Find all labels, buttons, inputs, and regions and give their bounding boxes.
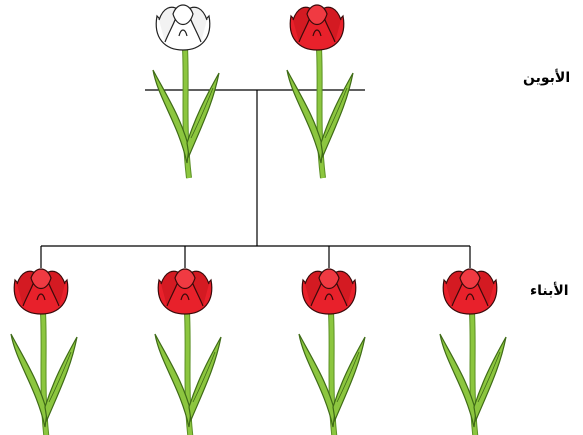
red-tulip-head bbox=[13, 268, 69, 315]
red-tulip-head bbox=[442, 268, 498, 315]
child-tulip-2 bbox=[155, 268, 221, 435]
parent-red-tulip bbox=[287, 4, 353, 178]
white-tulip-head bbox=[155, 4, 211, 51]
red-tulip-head bbox=[157, 268, 213, 315]
red-tulip-head bbox=[301, 268, 357, 315]
parent-white-tulip bbox=[153, 4, 219, 178]
child-tulip-4 bbox=[440, 268, 506, 435]
parents-label: الأبوين bbox=[523, 70, 571, 86]
child-tulip-1 bbox=[11, 268, 77, 435]
child-tulip-3 bbox=[299, 268, 365, 435]
connector-lines bbox=[40, 89, 471, 268]
children-label: الأبناء bbox=[530, 283, 569, 299]
red-tulip-head bbox=[289, 4, 345, 51]
